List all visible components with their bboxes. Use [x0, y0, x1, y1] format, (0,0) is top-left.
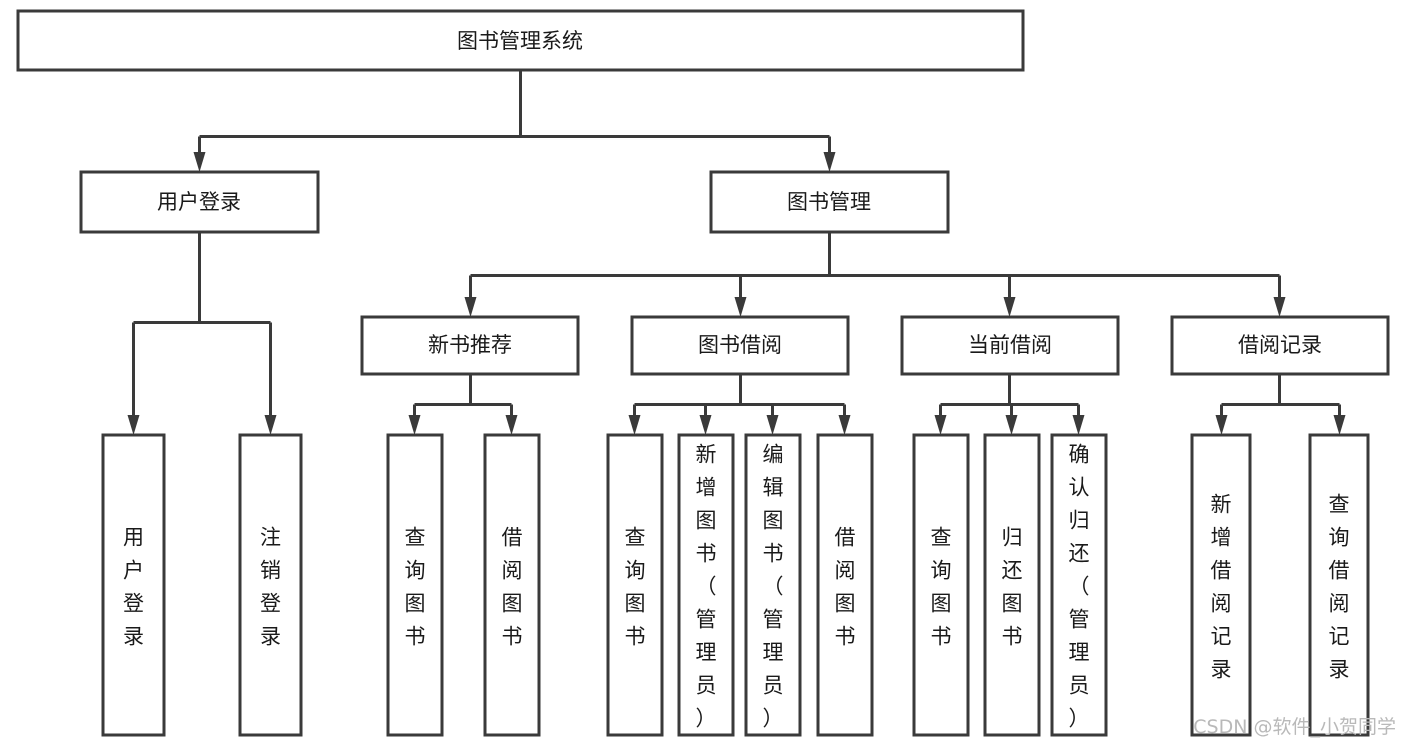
arrowhead-bookmgmt-newbook: [464, 297, 477, 317]
node-book-management[interactable]: 图书管理: [709, 170, 950, 234]
arrowhead-borrow-leaf-2: [766, 415, 779, 435]
leaf-node-label: 新增借阅记录: [1211, 493, 1232, 682]
leaf-node[interactable]: 查询借阅记录: [1308, 433, 1370, 737]
leaf-node[interactable]: 新增借阅记录: [1190, 433, 1252, 737]
arrowhead-root-to-user-login: [193, 152, 206, 172]
arrowhead-bookmgmt-records: [1273, 297, 1286, 317]
arrowhead-userlogin-leaf-1: [264, 415, 277, 435]
arrowhead-borrow-leaf-1: [699, 415, 712, 435]
leaf-node[interactable]: 查询图书: [606, 433, 664, 737]
node-book-management-label: 图书管理: [787, 190, 871, 214]
leaf-node[interactable]: 归还图书: [983, 433, 1041, 737]
node-root-label: 图书管理系统: [457, 29, 583, 53]
leaf-node-label: 注销登录: [260, 526, 281, 649]
leaf-node-label: 借阅图书: [502, 526, 523, 649]
leaf-node-label: 查询图书: [931, 526, 952, 649]
leaf-node-label: 确认归还（管理员）: [1069, 442, 1090, 730]
leaf-node[interactable]: 借阅图书: [816, 433, 874, 737]
node-borrow-records[interactable]: 借阅记录: [1170, 315, 1390, 376]
arrowhead-borrow-leaf-0: [628, 415, 641, 435]
leaf-node-label: 编辑图书（管理员）: [763, 442, 784, 730]
node-current-borrow[interactable]: 当前借阅: [900, 315, 1120, 376]
arrowhead-newbook-leaf-1: [505, 415, 518, 435]
node-current-borrow-label: 当前借阅: [968, 333, 1052, 357]
leaf-node-label: 新增图书（管理员）: [696, 442, 717, 730]
arrowhead-current-leaf-2: [1072, 415, 1085, 435]
leaf-node-label: 查询图书: [625, 526, 646, 649]
arrowhead-userlogin-leaf-0: [127, 415, 140, 435]
arrowhead-records-leaf-1: [1333, 415, 1346, 435]
leaf-node[interactable]: 注销登录: [238, 433, 303, 737]
node-borrow-records-label: 借阅记录: [1238, 333, 1322, 357]
arrowhead-current-leaf-1: [1005, 415, 1018, 435]
leaf-node[interactable]: 确认归还（管理员）: [1050, 433, 1108, 737]
arrowhead-newbook-leaf-0: [408, 415, 421, 435]
arrowhead-current-leaf-0: [934, 415, 947, 435]
arrowhead-bookmgmt-current: [1003, 297, 1016, 317]
leaf-node-label: 查询图书: [405, 526, 426, 649]
arrowhead-borrow-leaf-3: [838, 415, 851, 435]
arrowhead-records-leaf-0: [1215, 415, 1228, 435]
arrowhead-root-to-book-mgmt: [823, 152, 836, 172]
leaf-node-label: 借阅图书: [835, 526, 856, 649]
node-root[interactable]: 图书管理系统: [16, 9, 1025, 72]
node-book-borrow-label: 图书借阅: [698, 333, 782, 357]
leaf-node[interactable]: 编辑图书（管理员）: [744, 433, 802, 737]
node-user-login[interactable]: 用户登录: [79, 170, 320, 234]
node-user-login-label: 用户登录: [157, 190, 241, 214]
leaf-node[interactable]: 借阅图书: [483, 433, 541, 737]
leaf-node[interactable]: 用户登录: [101, 433, 166, 737]
connector-layer: [127, 70, 1346, 435]
arrowhead-bookmgmt-borrow: [734, 297, 747, 317]
leaf-node-layer: 用户登录 注销登录 查询图书 借阅图书 查询图书 新增图书（管理员） 编辑图书（管理员） 借阅…: [101, 433, 1370, 737]
csdn-watermark: CSDN @软件_小贺同学: [1193, 716, 1396, 738]
leaf-node-label: 查询借阅记录: [1329, 493, 1350, 682]
leaf-node[interactable]: 查询图书: [912, 433, 970, 737]
node-new-book-recommend-label: 新书推荐: [428, 333, 512, 357]
leaf-node[interactable]: 新增图书（管理员）: [677, 433, 735, 737]
leaf-node-label: 归还图书: [1002, 526, 1023, 649]
leaf-node-label: 用户登录: [123, 526, 144, 649]
node-book-borrow[interactable]: 图书借阅: [630, 315, 850, 376]
node-new-book-recommend[interactable]: 新书推荐: [360, 315, 580, 376]
leaf-node[interactable]: 查询图书: [386, 433, 444, 737]
